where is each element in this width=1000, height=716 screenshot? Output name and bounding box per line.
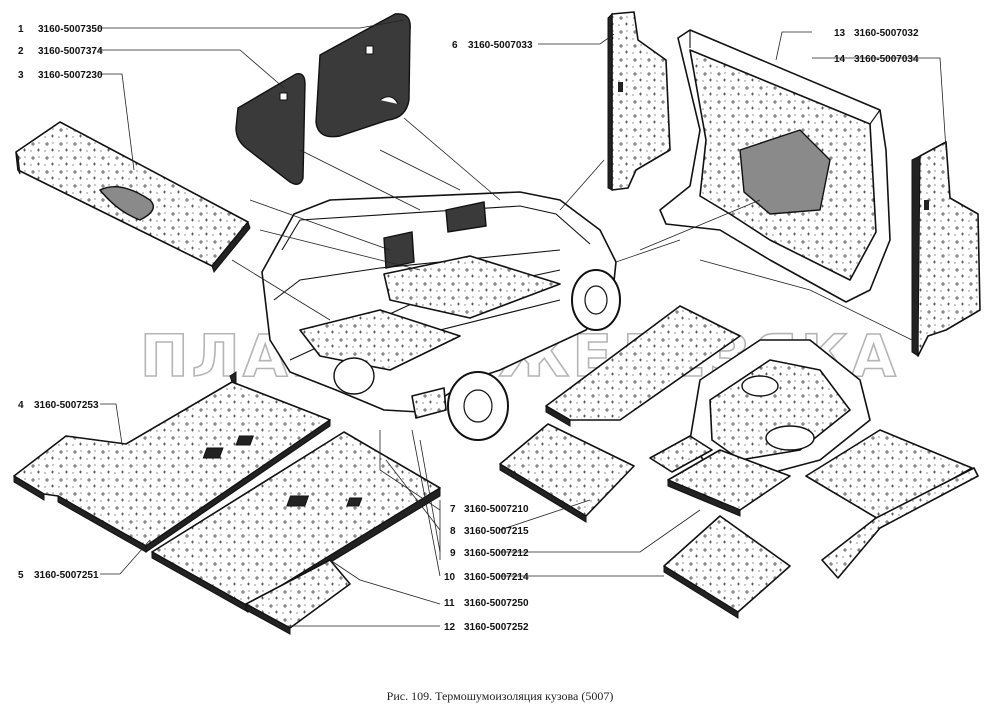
- callout-6: 6 3160-5007033: [452, 40, 533, 51]
- callout-5: 5 3160-5007251: [18, 570, 99, 581]
- part-10-floor-mat: [663, 467, 979, 619]
- callout-4: 4 3160-5007253: [18, 400, 99, 411]
- callout-code: 3160-5007214: [464, 572, 529, 583]
- callout-code: 3160-5007230: [38, 70, 103, 81]
- callout-code: 3160-5007374: [38, 46, 103, 57]
- callout-number: 3: [18, 70, 24, 81]
- part-8-floor-mat: [499, 423, 635, 523]
- callout-code: 3160-5007215: [464, 526, 529, 537]
- part-13-front-floor-shell: [659, 29, 891, 303]
- rear-wheel: [447, 371, 509, 441]
- callout-number: 14: [834, 54, 846, 65]
- part-1-rear-door-panel: [315, 13, 411, 138]
- callout-code: 3160-5007032: [854, 28, 919, 39]
- part-14-pillar-panel: [911, 141, 981, 357]
- callout-8: 8 3160-5007215: [450, 526, 529, 537]
- leader-lines: [98, 19, 947, 627]
- callout-number: 13: [834, 28, 846, 39]
- callout-code: 3160-5007250: [464, 598, 529, 609]
- callout-number: 1: [18, 24, 24, 35]
- callout-1: 1 3160-5007350: [18, 24, 103, 35]
- callout-13: 13 3160-5007032: [834, 28, 919, 39]
- callout-code: 3160-5007350: [38, 24, 103, 35]
- callout-number: 12: [444, 622, 456, 633]
- callout-number: 4: [18, 400, 24, 411]
- callout-10: 10 3160-5007214: [444, 572, 529, 583]
- callout-7: 7 3160-5007210: [450, 504, 529, 515]
- callout-9: 9 3160-5007212: [450, 548, 529, 559]
- callout-number: 11: [444, 598, 455, 609]
- part-tunnel-floor-shell: [689, 339, 871, 477]
- callout-number: 8: [450, 526, 456, 537]
- part-3-long-floor-mat: [15, 121, 251, 274]
- part-6-pillar-panel: [607, 11, 671, 191]
- part-4-floor-mat: [13, 371, 331, 553]
- figure-caption: Рис. 109. Термошумоизоляция кузова (5007…: [387, 689, 614, 703]
- part-9-floor-mat: [649, 429, 973, 521]
- callout-11: 11 3160-5007250: [444, 598, 529, 609]
- callout-number: 5: [18, 570, 24, 581]
- callout-number: 9: [450, 548, 456, 559]
- vehicle-body: [261, 191, 621, 441]
- part-7-rear-step-plate: [545, 305, 741, 427]
- callout-number: 2: [18, 46, 24, 57]
- part-2-side-door-panel: [235, 73, 306, 185]
- callout-code: 3160-5007251: [34, 570, 99, 581]
- callout-12: 12 3160-5007252: [444, 622, 529, 633]
- callout-code: 3160-5007034: [854, 54, 919, 65]
- front-wheel: [571, 269, 621, 331]
- callout-number: 6: [452, 40, 458, 51]
- callout-code: 3160-5007253: [34, 400, 99, 411]
- callout-3: 3 3160-5007230: [18, 70, 103, 81]
- callout-code: 3160-5007212: [464, 548, 529, 559]
- callout-code: 3160-5007252: [464, 622, 529, 633]
- callout-number: 7: [450, 504, 456, 515]
- callout-14: 14 3160-5007034: [834, 54, 919, 65]
- callout-2: 2 3160-5007374: [18, 46, 103, 57]
- part-11-12-floor-strip: [245, 559, 351, 635]
- callout-number: 10: [444, 572, 456, 583]
- callout-code: 3160-5007033: [468, 40, 533, 51]
- callout-code: 3160-5007210: [464, 504, 529, 515]
- inner-wheel-arch: [333, 357, 375, 395]
